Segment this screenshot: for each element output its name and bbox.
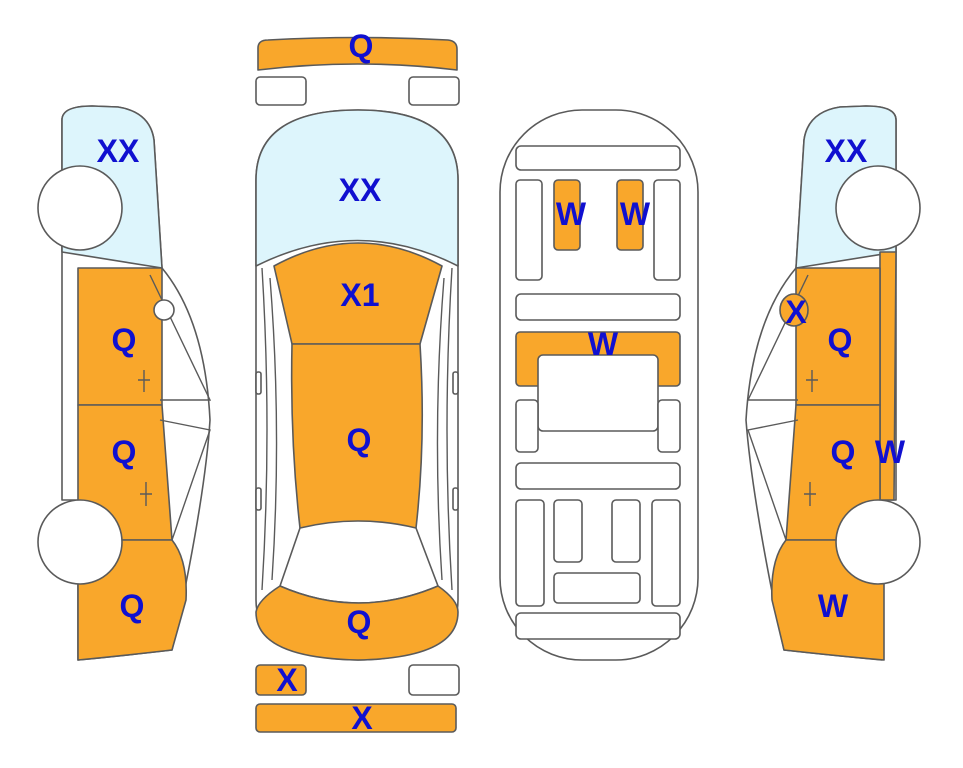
left-handle-rear: [140, 482, 152, 506]
mirror-left-top: [255, 371, 262, 395]
right-handle-front: [806, 370, 818, 392]
marker-rear-bumper: X: [351, 700, 373, 736]
top-view: [255, 36, 460, 733]
handle-left-top: [255, 487, 262, 511]
rear-shelf: [515, 612, 681, 640]
marker-interior-seat-left: W: [555, 196, 587, 232]
right-side-view: [745, 105, 921, 661]
side-line-right: [446, 267, 453, 591]
marker-right-pillar: W: [874, 434, 906, 470]
marker-right-mirror: X: [785, 294, 807, 330]
side-line-left: [261, 267, 268, 591]
interior-bar: [515, 293, 681, 321]
right-mirror-panel[interactable]: [779, 293, 809, 327]
rear-door-trim-right: [651, 499, 681, 607]
front-seat-right[interactable]: [616, 179, 644, 251]
right-window-line-2: [747, 419, 799, 541]
mirror-right-top: [452, 371, 459, 395]
marker-roof: Q: [346, 422, 372, 458]
center-console-inner: [537, 354, 659, 432]
left-mirror: [153, 299, 175, 321]
marker-right-windshield: XX: [824, 133, 868, 169]
rear-center-pad: [553, 572, 641, 604]
interior-side-right: [657, 399, 681, 453]
front-bumper-panel[interactable]: [257, 36, 458, 71]
marker-right-rear-quarter: W: [817, 588, 849, 624]
windshield-panel[interactable]: [255, 109, 459, 267]
left-side-view: [37, 105, 212, 661]
marker-rear-left-light: X: [276, 662, 298, 698]
right-handle-rear: [804, 482, 816, 506]
left-rear-wheel: [37, 499, 123, 585]
rear-seat-right: [611, 499, 641, 563]
handle-right-top: [452, 487, 459, 511]
left-front-wheel: [37, 165, 123, 251]
marker-hood-front: X1: [340, 277, 380, 313]
trunk-panel[interactable]: [255, 585, 459, 661]
front-door-trim-left: [515, 179, 543, 281]
left-handle-front: [138, 370, 150, 392]
marker-left-front-door: Q: [111, 322, 137, 358]
rear-light-right[interactable]: [408, 664, 460, 696]
marker-interior-seat-right: W: [619, 196, 651, 232]
interior-side-left: [515, 399, 539, 453]
right-rear-wheel: [835, 499, 921, 585]
headlight-left[interactable]: [255, 76, 307, 106]
hood-front-panel[interactable]: [273, 242, 443, 345]
marker-trunk: Q: [346, 604, 372, 640]
side-line-right-inner: [436, 277, 445, 581]
interior-view: [499, 109, 699, 661]
marker-front-bumper: Q: [348, 28, 374, 64]
marker-right-front-door: Q: [827, 322, 853, 358]
side-line-left-inner: [269, 277, 278, 581]
rear-seat-left: [553, 499, 583, 563]
rear-window[interactable]: [279, 520, 439, 604]
marker-left-rear-door: Q: [111, 434, 137, 470]
dashboard: [515, 145, 681, 171]
rear-bench: [515, 462, 681, 490]
marker-right-rear-door: Q: [830, 434, 856, 470]
front-seat-left[interactable]: [553, 179, 581, 251]
marker-interior-console: W: [587, 326, 619, 362]
left-window-line-2: [159, 419, 211, 541]
right-front-wheel: [835, 165, 921, 251]
rear-bumper-panel[interactable]: [255, 703, 457, 733]
marker-left-windshield: XX: [96, 133, 140, 169]
front-door-trim-right: [653, 179, 681, 281]
rear-door-trim-left: [515, 499, 545, 607]
headlight-right[interactable]: [408, 76, 460, 106]
marker-left-rear-quarter: Q: [119, 588, 145, 624]
marker-windshield: XX: [338, 172, 382, 208]
rear-light-left[interactable]: [255, 664, 307, 696]
